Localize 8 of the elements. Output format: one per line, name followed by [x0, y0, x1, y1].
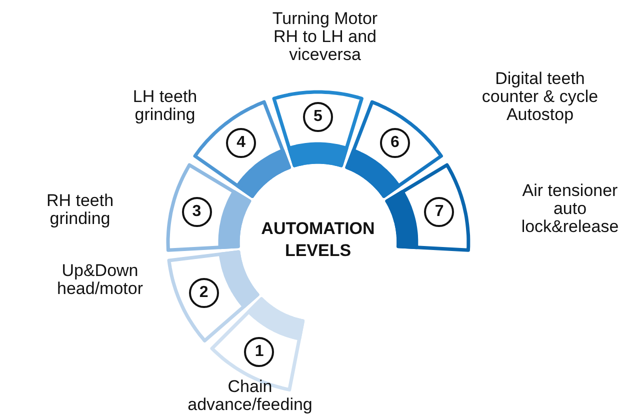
level-caption: LH teeth grinding	[132, 88, 198, 124]
level-caption: Up&Down head/motor	[56, 262, 144, 298]
center-title: AUTOMATION LEVELS	[260, 218, 376, 262]
level-caption: RH teeth grinding	[45, 192, 115, 228]
level-caption: Digital teeth counter & cycle Autostop	[480, 70, 600, 124]
level-caption: Air tensioner auto lock&release	[520, 182, 620, 236]
level-caption: Turning Motor RH to LH and viceversa	[271, 10, 379, 64]
level-caption: Chain advance/feeding	[186, 378, 314, 414]
